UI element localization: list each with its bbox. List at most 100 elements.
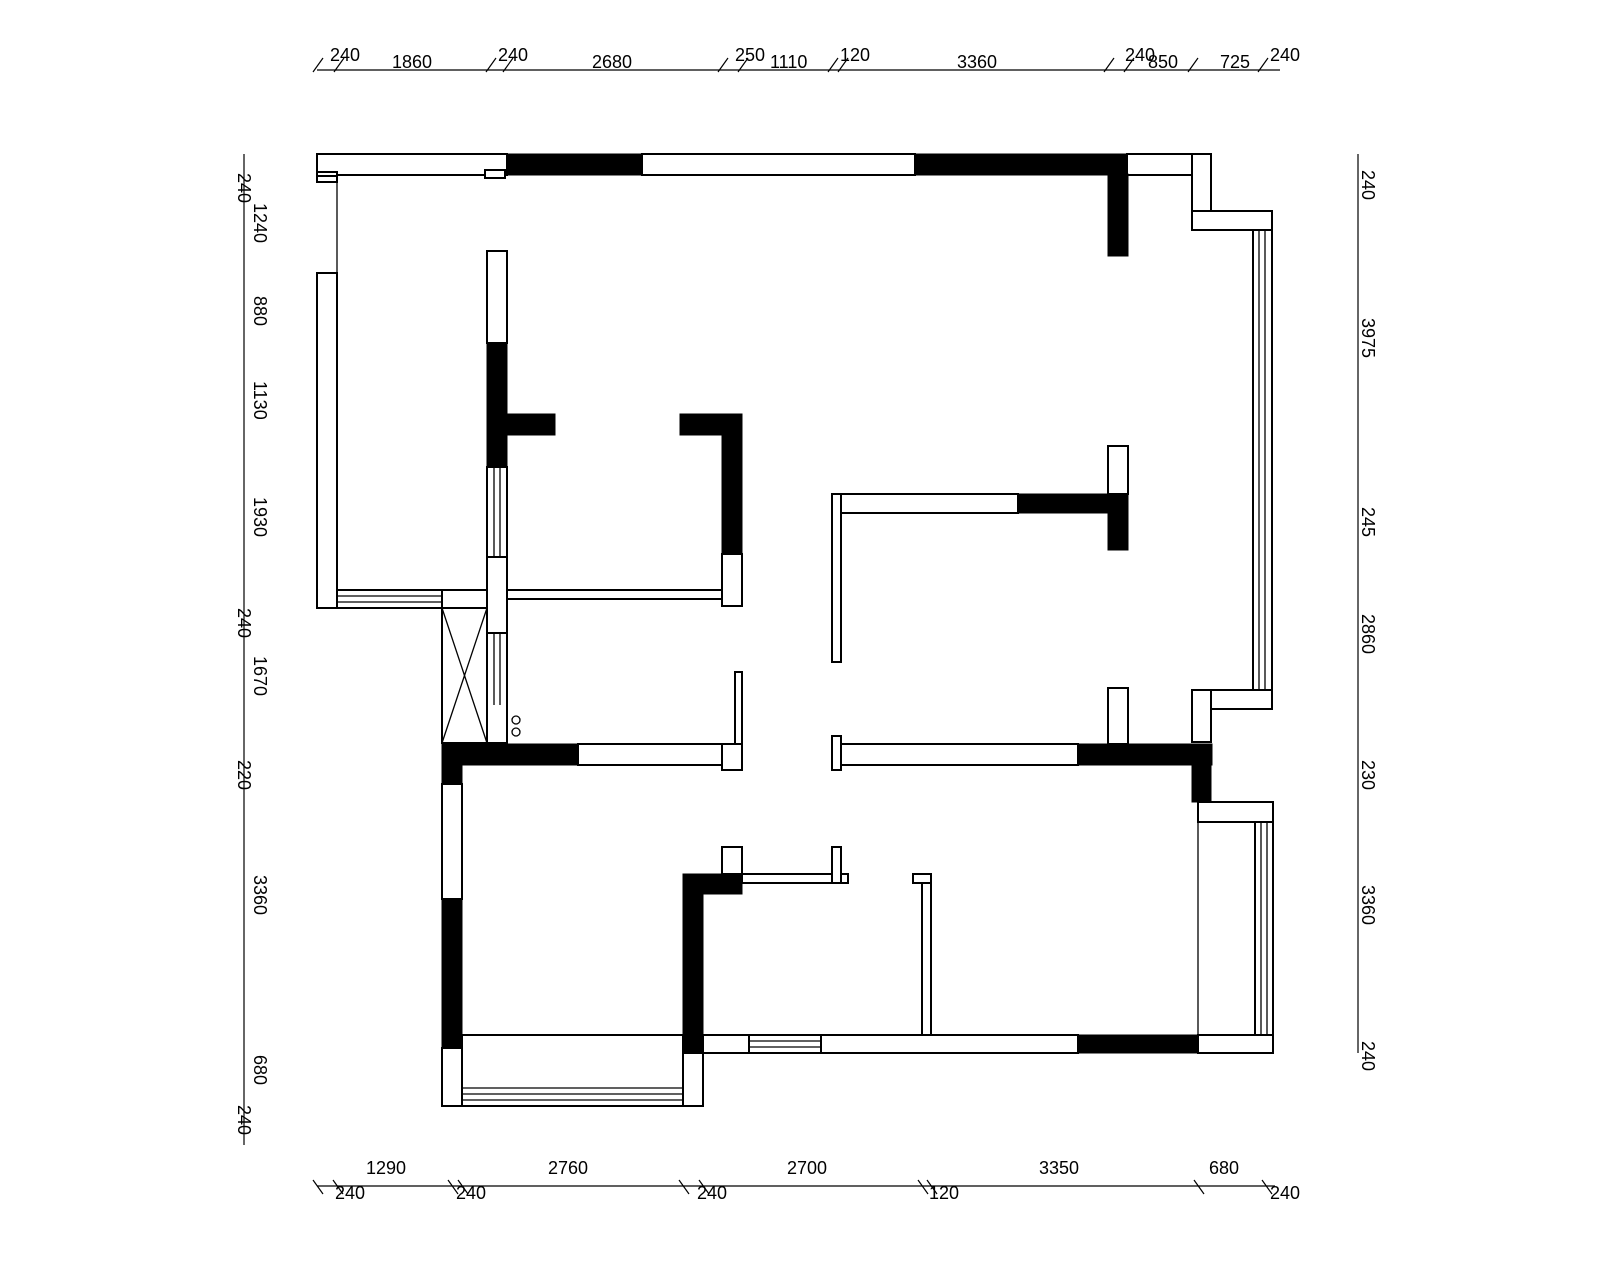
top-dimension-label: 1110 (770, 52, 807, 72)
top-wall-left (316, 153, 508, 176)
bottom-dimension-label: 240 (697, 1183, 727, 1203)
mid-col-arm (682, 873, 743, 895)
dimension-tick (1103, 57, 1115, 73)
dimension-tick (333, 57, 345, 73)
int-wall-a (486, 250, 508, 344)
bottom-dimension-label: 240 (1270, 1183, 1300, 1203)
dimension-tick (332, 1179, 344, 1195)
int-wall-b (486, 556, 508, 634)
top-dimension-label: 1860 (392, 52, 432, 72)
dimension-tick (1193, 1179, 1205, 1195)
top-dimension-label: 2680 (592, 52, 632, 72)
partition-se (921, 873, 932, 1036)
right-dimension-label: 240 (1358, 1041, 1378, 1071)
sw-bal-right (682, 1052, 704, 1107)
bed2-bottom (840, 743, 1079, 766)
left-dimension-label: 240 (234, 173, 254, 203)
right-dimension-label: 3360 (1358, 885, 1378, 925)
left-dimension-label: 1240 (250, 203, 270, 243)
south-window (748, 1034, 822, 1054)
bed1-col-v (721, 413, 743, 555)
right-dimension-label: 245 (1358, 507, 1378, 537)
col-se-hall (1077, 743, 1213, 766)
int-door-a (486, 466, 508, 558)
top-dimension-label: 240 (330, 45, 360, 65)
ne-jamb (484, 169, 506, 179)
top-dimension-label: 240 (1270, 45, 1300, 65)
int-col-a (486, 342, 508, 468)
dimension-tick (737, 57, 749, 73)
dimension-tick (447, 1179, 459, 1195)
bay-top (1191, 210, 1273, 231)
bed2-jamb-b (1107, 687, 1129, 745)
bottom-dimension-label: 1290 (366, 1158, 406, 1178)
partition-se-top (912, 873, 932, 884)
left-dimension-label: 680 (250, 1055, 270, 1085)
dimension-lines (243, 69, 1359, 1187)
left-dimension-label: 880 (250, 296, 270, 326)
bed1-jamb (721, 553, 743, 607)
hall-bottom-left (577, 743, 736, 766)
dimension-tick (485, 57, 497, 73)
dimension-tick (837, 57, 849, 73)
bed1-bottom (506, 589, 723, 600)
dimension-tick (457, 1179, 469, 1195)
column-ne (1107, 173, 1129, 257)
dimension-tick (917, 1179, 929, 1195)
sw-wall-window (441, 783, 463, 900)
drain-icon-2 (511, 727, 521, 737)
bed2-col-v (1107, 493, 1129, 551)
left-dimension-label: 240 (234, 608, 254, 638)
bottom-dimension-label: 120 (929, 1183, 959, 1203)
top-column-a (506, 153, 643, 176)
top-dimension-label: 250 (735, 45, 765, 65)
south-col (1077, 1034, 1199, 1054)
right-dimension-label: 2860 (1358, 614, 1378, 654)
dimension-tick (312, 57, 324, 73)
dimension-tick (827, 57, 839, 73)
mid-jamb (721, 846, 743, 875)
dimension-tick (1187, 57, 1199, 73)
bath-wall (486, 632, 508, 744)
sw-jamb (441, 1047, 463, 1107)
hall-wall-left (734, 671, 743, 745)
bed2-top (831, 493, 1019, 514)
mid-col (682, 873, 704, 1054)
west-wall-upper (316, 171, 338, 177)
int-col-a-arm (506, 413, 556, 436)
bottom-dimension-label: 240 (335, 1183, 365, 1203)
bed2-left (831, 493, 842, 663)
se-bay-top (1197, 801, 1274, 823)
dimension-tick (1261, 1179, 1273, 1195)
dimension-tick (698, 1179, 710, 1195)
dimension-tick (926, 1179, 938, 1195)
dimension-tick (1123, 57, 1135, 73)
bed2-bottom-stub (831, 735, 842, 771)
dimension-tick (502, 57, 514, 73)
top-dimension-label: 725 (1220, 52, 1250, 72)
se-bay-bottom (1197, 1034, 1274, 1054)
dimension-tick (678, 1179, 690, 1195)
left-dimension-label: 1670 (250, 656, 270, 696)
bottom-dimension-label: 240 (456, 1183, 486, 1203)
left-dimension-label: 3360 (250, 875, 270, 915)
top-dimension-label: 850 (1148, 52, 1178, 72)
dimension-tick (717, 57, 729, 73)
west-window (316, 272, 338, 609)
bottom-dimension-label: 2760 (548, 1158, 588, 1178)
south-wall-a (702, 1034, 750, 1054)
top-dimension-label: 3360 (957, 52, 997, 72)
dimension-tick (1257, 57, 1269, 73)
sw-col (441, 898, 463, 1049)
bath-x2 (441, 607, 488, 744)
bay-window-east (1252, 229, 1273, 691)
top-column-b (914, 153, 1128, 176)
right-dimension-label: 3975 (1358, 318, 1378, 358)
left-dimension-label: 1130 (250, 381, 270, 420)
east-wall-mid (1191, 689, 1212, 743)
